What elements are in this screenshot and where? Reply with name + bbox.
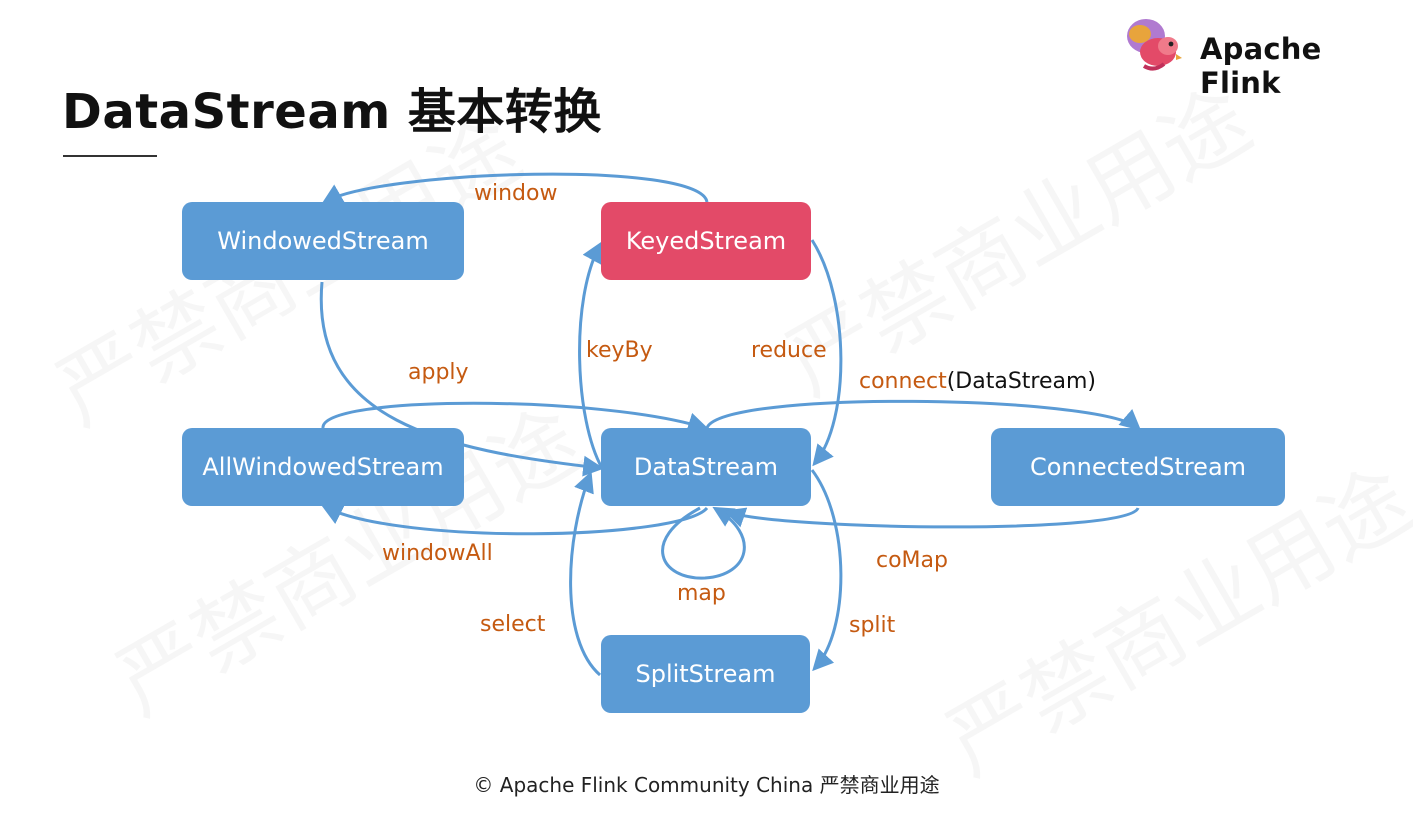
node-allwindowed-stream: AllWindowedStream — [182, 428, 464, 506]
label-window: window — [474, 181, 558, 206]
label-comap: coMap — [876, 548, 948, 573]
label-keyby: keyBy — [586, 338, 653, 363]
label-apply: apply — [408, 360, 469, 385]
label-reduce: reduce — [751, 338, 827, 363]
title-underline — [63, 155, 157, 157]
flink-squirrel-icon — [1127, 19, 1182, 71]
label-connect-arg: (DataStream) — [946, 369, 1096, 394]
edge-connect — [705, 399, 1142, 431]
page-title: DataStream 基本转换 — [62, 84, 602, 140]
edge-apply — [319, 281, 605, 477]
footer: © Apache Flink Community China 严禁商业用途 — [473, 773, 940, 797]
node-windowed-stream: WindowedStream — [182, 202, 464, 280]
edge-split — [810, 469, 843, 672]
edge-map — [661, 506, 746, 580]
edge-allwindow-apply — [321, 401, 710, 433]
label-map: map — [677, 581, 726, 606]
label-connect: connect(DataStream) — [859, 369, 1096, 394]
label-windowall: windowAll — [382, 541, 493, 566]
edge-select — [569, 471, 601, 677]
edge-comap — [724, 507, 1140, 529]
node-split-stream: SplitStream — [601, 635, 810, 713]
edge-keyby — [578, 241, 604, 469]
node-datastream: DataStream — [601, 428, 811, 506]
label-select: select — [480, 612, 546, 637]
brand: Apache Flink — [1124, 10, 1394, 100]
edge-reduce — [810, 239, 843, 467]
node-connected-stream: ConnectedStream — [991, 428, 1285, 506]
edge-window — [321, 172, 709, 205]
label-connect-op: connect — [859, 369, 947, 394]
edge-windowall — [321, 505, 709, 536]
brand-name: Apache Flink — [1200, 32, 1322, 100]
label-split: split — [849, 613, 896, 638]
node-keyed-stream: KeyedStream — [601, 202, 811, 280]
